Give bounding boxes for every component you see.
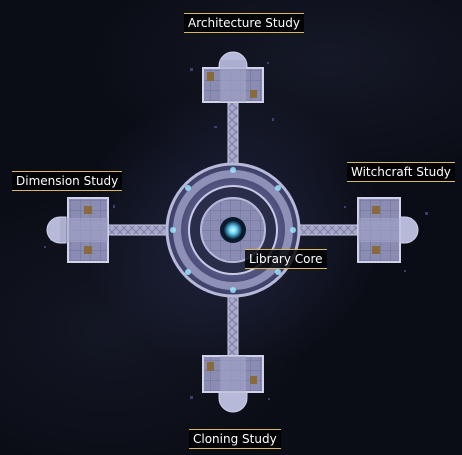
architecture-study-label[interactable]: Architecture Study: [184, 13, 304, 33]
cloning-study-label[interactable]: Cloning Study: [189, 429, 281, 449]
debris: [44, 62, 428, 400]
dimension-study-label[interactable]: Dimension Study: [12, 171, 123, 191]
dimension-study-room: [46, 197, 109, 263]
witchcraft-study-label[interactable]: Witchcraft Study: [347, 162, 455, 182]
witchcraft-study-room: [357, 197, 419, 263]
library-core-label[interactable]: Library Core: [245, 249, 327, 269]
architecture-study-room: [202, 51, 264, 103]
cloning-study-room: [202, 355, 264, 413]
